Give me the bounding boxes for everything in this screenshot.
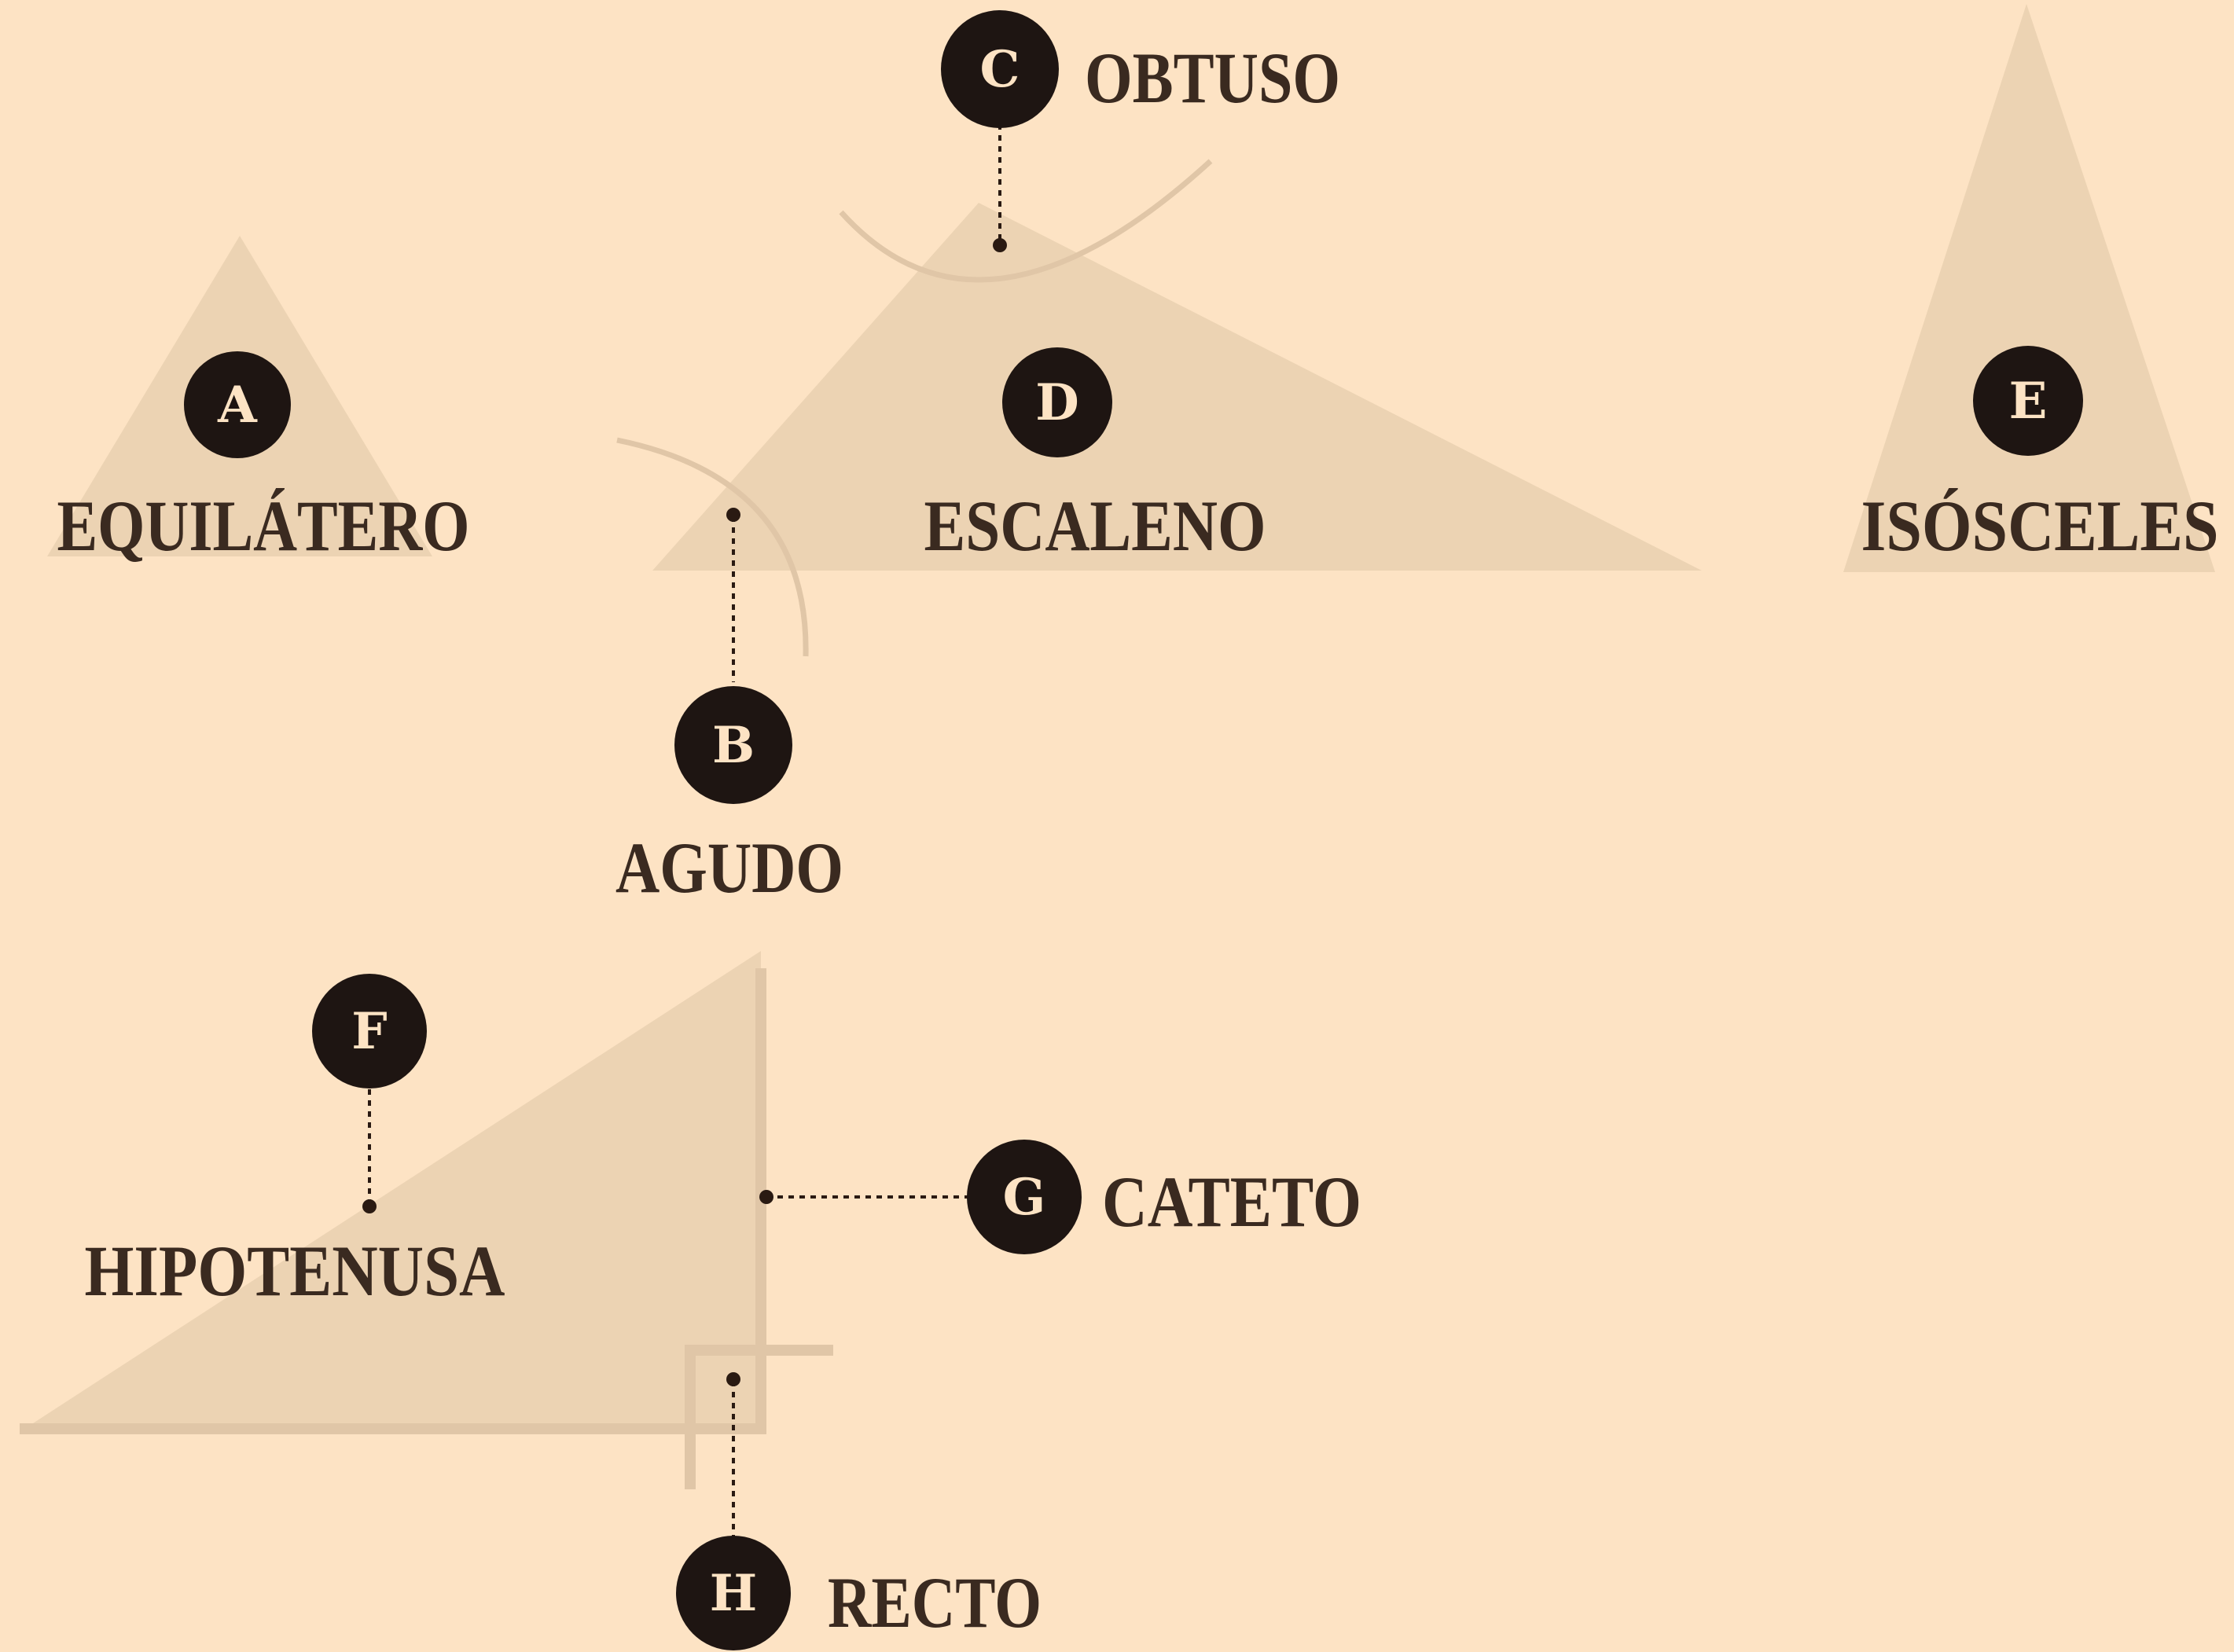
badge-f: F	[312, 974, 427, 1088]
badge-d: D	[1002, 347, 1112, 457]
point-g	[759, 1190, 773, 1204]
badge-g-letter: G	[1003, 1168, 1046, 1227]
right-angle-marker	[685, 1345, 833, 1489]
point-f	[362, 1199, 377, 1213]
right-triangle-legs	[20, 968, 766, 1434]
right-triangle	[20, 951, 761, 1432]
badge-b: B	[674, 686, 792, 804]
badge-d-letter: D	[1035, 373, 1079, 432]
label-agudo: AGUDO	[615, 828, 843, 908]
badge-a-letter: A	[217, 376, 258, 435]
label-recto: RECTO	[828, 1562, 1042, 1643]
point-b	[726, 508, 740, 522]
badge-g: G	[967, 1140, 1082, 1254]
badge-b-letter: B	[712, 716, 755, 775]
label-cateto: CATETO	[1102, 1162, 1361, 1242]
isosceles-triangle	[1843, 4, 2215, 572]
label-obtuso: OBTUSO	[1085, 38, 1340, 118]
point-c	[993, 238, 1007, 252]
obtuse-angle-arc	[839, 159, 1213, 283]
label-escaleno: ESCALENO	[924, 486, 1266, 566]
badge-f-letter: F	[351, 1002, 387, 1061]
badge-e-letter: E	[2009, 372, 2048, 431]
label-hipotenusa: HIPOTENUSA	[85, 1231, 505, 1311]
badge-h: H	[676, 1536, 791, 1650]
point-h	[726, 1372, 740, 1386]
acute-angle-arc	[616, 437, 809, 657]
badge-e: E	[1973, 346, 2083, 456]
badge-c-letter: C	[980, 40, 1020, 99]
badge-h-letter: H	[710, 1564, 757, 1623]
label-isosceles: ISÓSCELES	[1861, 486, 2219, 566]
label-equilatero: EQUILÁTERO	[57, 486, 470, 566]
scalene-triangle	[652, 203, 1702, 571]
badge-c: C	[941, 10, 1059, 128]
badge-a: A	[184, 351, 291, 458]
